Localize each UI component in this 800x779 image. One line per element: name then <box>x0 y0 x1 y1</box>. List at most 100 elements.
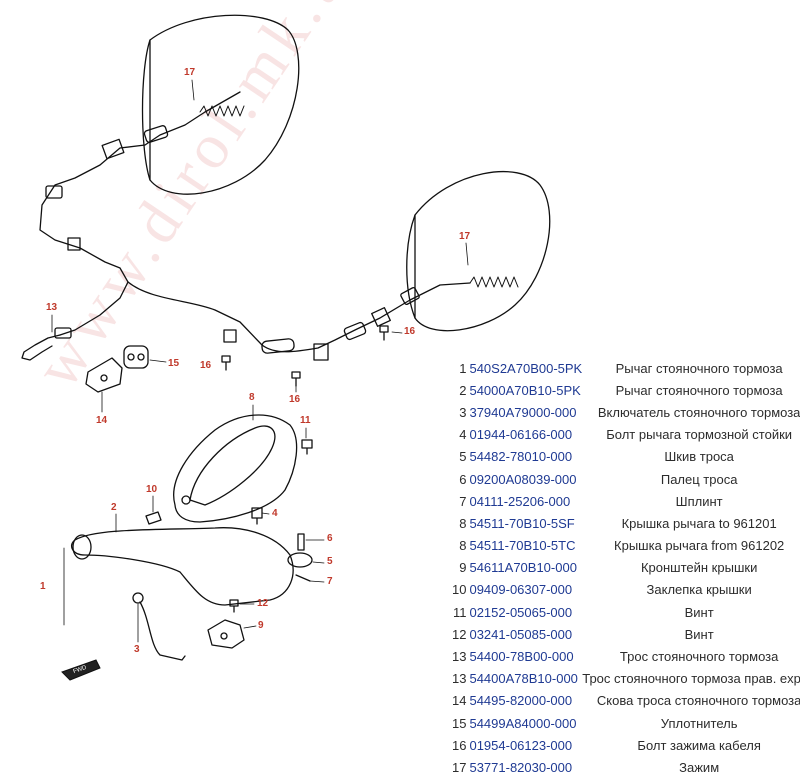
part-code: 04111-25206-000 <box>469 493 571 509</box>
left-cable-sleeve <box>143 125 169 143</box>
left-drum-inner <box>141 39 151 181</box>
leader-17b <box>465 242 469 266</box>
part-description: Палец троса <box>660 471 738 487</box>
part-number: 8 <box>459 538 467 554</box>
part-code: 37940A79000-000 <box>469 404 577 420</box>
part-description: Болт рычага тормозной стойки <box>606 427 793 443</box>
left-clamp-mount <box>223 329 237 343</box>
part-number: 12 <box>452 626 467 642</box>
callout-11: 11 <box>300 415 311 426</box>
part-code: 54482-78010-000 <box>469 449 573 465</box>
part-number: 8 <box>459 515 467 531</box>
part-number: 14 <box>452 693 467 709</box>
callout-6: 6 <box>327 533 333 544</box>
part-code: 54499A84000-000 <box>469 715 577 731</box>
part-description: Трос стояночного тормоза прав. export <box>582 671 800 687</box>
callout-13: 13 <box>46 302 58 313</box>
right-cable-spring <box>469 276 519 288</box>
callout-16: 16 <box>404 326 416 337</box>
part-code: 54400-78B00-000 <box>469 649 574 665</box>
leader-15 <box>149 359 167 363</box>
callout-16: 16 <box>200 360 212 371</box>
equalizer-cable <box>21 334 61 361</box>
left-cable-bracket <box>101 138 125 160</box>
leader-16c <box>391 331 403 334</box>
switch-3 <box>132 592 144 604</box>
part-number: 15 <box>452 715 467 731</box>
right-cable-clamp <box>400 287 420 305</box>
lever-cover-8 <box>173 414 298 523</box>
callout-12: 12 <box>257 598 269 609</box>
bolt-4 <box>251 507 263 525</box>
part-description: Уплотнитель <box>660 715 738 731</box>
part-code: 01954-06123-000 <box>469 737 573 753</box>
leader-7 <box>309 580 325 583</box>
lever-grip-end <box>72 534 92 560</box>
right-drum-inner <box>406 214 416 319</box>
part-number: 10 <box>452 582 467 598</box>
callout-17: 17 <box>459 231 471 242</box>
pulley-5 <box>287 552 313 568</box>
leader-5 <box>312 561 325 564</box>
leader-4 <box>261 512 270 515</box>
part-number: 13 <box>452 649 467 665</box>
part-number: 6 <box>459 471 467 487</box>
switch-wire <box>139 601 186 661</box>
part-number: 4 <box>459 427 467 443</box>
part-description: Кронштейн крышки <box>640 560 758 576</box>
part-description: Крышка рычага to 961201 <box>621 515 777 531</box>
lever-cover-slot <box>189 425 276 506</box>
callout-14: 14 <box>96 415 108 426</box>
grommet-hole-a <box>127 353 135 361</box>
callout-16: 16 <box>289 394 301 405</box>
callout-3: 3 <box>134 644 140 655</box>
part-number: 13 <box>452 671 467 687</box>
guide-plate-14 <box>85 357 123 393</box>
screw-12 <box>229 599 239 613</box>
cover-bracket-9 <box>207 619 245 649</box>
callout-1: 1 <box>40 581 46 592</box>
part-number: 17 <box>452 759 467 775</box>
part-code: 54511-70B10-5SF <box>469 515 575 531</box>
main-cable-bracket <box>313 343 329 361</box>
main-cable-sleeve <box>261 338 295 354</box>
part-description: Крышка рычага from 961202 <box>614 538 785 554</box>
part-description: Скова троса стояночного тормоза <box>596 693 800 709</box>
front-arrow-label: FWD <box>73 665 89 676</box>
bolt-16-left <box>221 355 231 371</box>
callout-2: 2 <box>111 502 117 513</box>
cover-screw-hole <box>181 495 191 505</box>
part-code: 54400A78B10-000 <box>469 671 578 687</box>
pin-6 <box>297 533 305 551</box>
guide-plate-hole <box>100 374 108 382</box>
left-cable <box>39 91 241 336</box>
part-number: 9 <box>459 560 467 576</box>
grommet-hole-b <box>137 353 145 361</box>
part-code: 09409-06307-000 <box>469 582 573 598</box>
part-number: 3 <box>459 404 467 420</box>
part-code: 54000A70B10-5PK <box>469 382 581 398</box>
main-cable <box>127 281 471 353</box>
part-description: Заклепка крышки <box>646 582 752 598</box>
right-brake-drum <box>414 171 551 332</box>
right-cable-sleeve <box>343 321 367 341</box>
part-code: 03241-05085-000 <box>469 626 573 642</box>
part-description: Трос стояночного тормоза <box>619 649 779 665</box>
bracket-hole <box>220 632 228 640</box>
left-cable-clamp <box>45 185 63 199</box>
screw-11 <box>301 439 313 455</box>
